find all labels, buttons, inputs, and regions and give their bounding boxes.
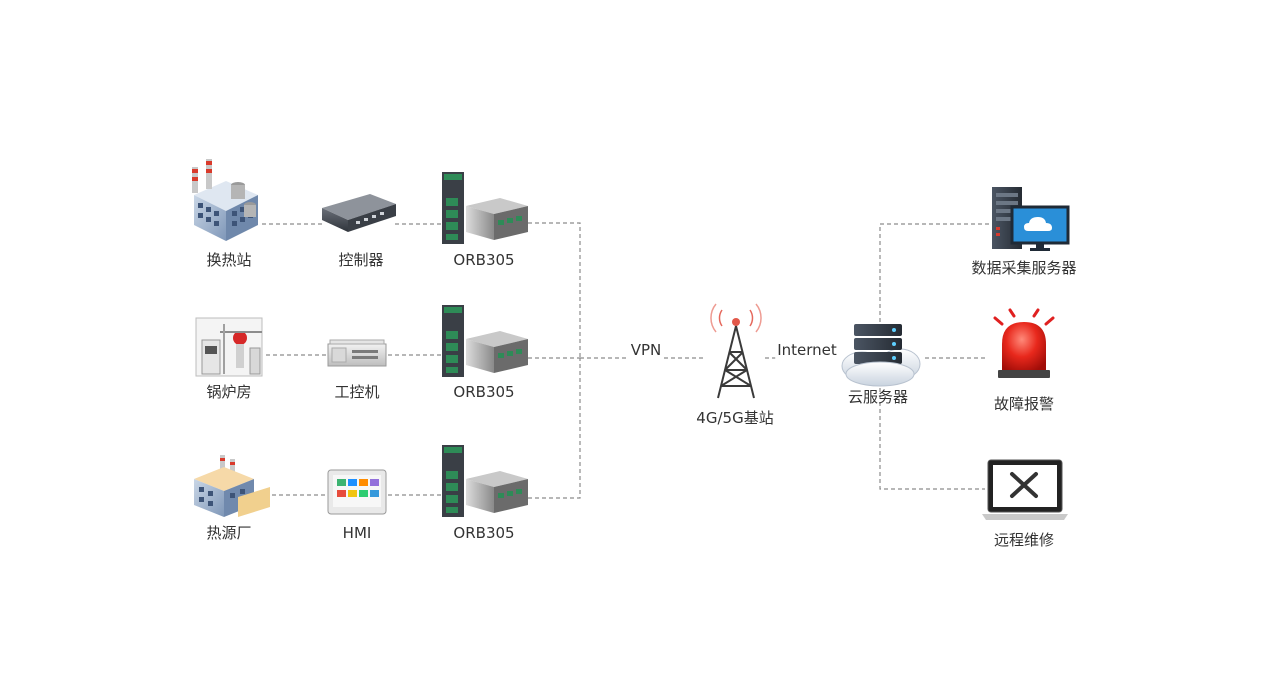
- internet-link-label: Internet: [775, 341, 839, 359]
- cloud-server-label: 云服务器: [847, 388, 909, 406]
- station-heat-source-label: 热源厂: [206, 524, 252, 542]
- heat-plant-icon: [194, 455, 270, 517]
- industrial-router-icon-1: [442, 172, 528, 244]
- router-2-label: ORB305: [453, 383, 515, 401]
- industrial-router-icon-3: [442, 445, 528, 517]
- link-router-3-bus: [528, 358, 581, 499]
- vpn-link-label: VPN: [628, 341, 664, 359]
- device-controller-label: 控制器: [338, 251, 384, 269]
- hmi-panel-icon: [327, 469, 387, 515]
- device-ipc-label: 工控机: [334, 383, 380, 401]
- factory-icon: [192, 159, 258, 241]
- laptop-tools-icon: [982, 459, 1068, 520]
- link-cloud-data-server: [879, 223, 990, 322]
- station-heat-exchange-label: 换热站: [206, 251, 252, 269]
- industrial-pc-icon: [327, 339, 387, 367]
- cell-tower-icon: [710, 303, 762, 399]
- router-1-label: ORB305: [453, 251, 515, 269]
- station-boiler-room-label: 锅炉房: [206, 383, 252, 401]
- boiler-room-icon: [195, 317, 263, 377]
- device-hmi-label: HMI: [342, 524, 372, 542]
- link-router-1-bus: [528, 222, 581, 358]
- industrial-router-icon-2: [442, 305, 528, 377]
- cloud-server-icon: [841, 324, 921, 387]
- controller-icon: [322, 194, 396, 232]
- connection-lines: [262, 222, 990, 499]
- remote-maintenance-label: 远程维修: [993, 531, 1055, 549]
- data-server-label: 数据采集服务器: [971, 259, 1077, 277]
- base-station-label: 4G/5G基站: [696, 409, 774, 427]
- link-cloud-maintenance: [879, 388, 985, 490]
- fault-alarm-label: 故障报警: [993, 395, 1055, 413]
- data-server-icon: [992, 187, 1070, 251]
- alarm-light-icon: [993, 308, 1055, 378]
- router-3-label: ORB305: [453, 524, 515, 542]
